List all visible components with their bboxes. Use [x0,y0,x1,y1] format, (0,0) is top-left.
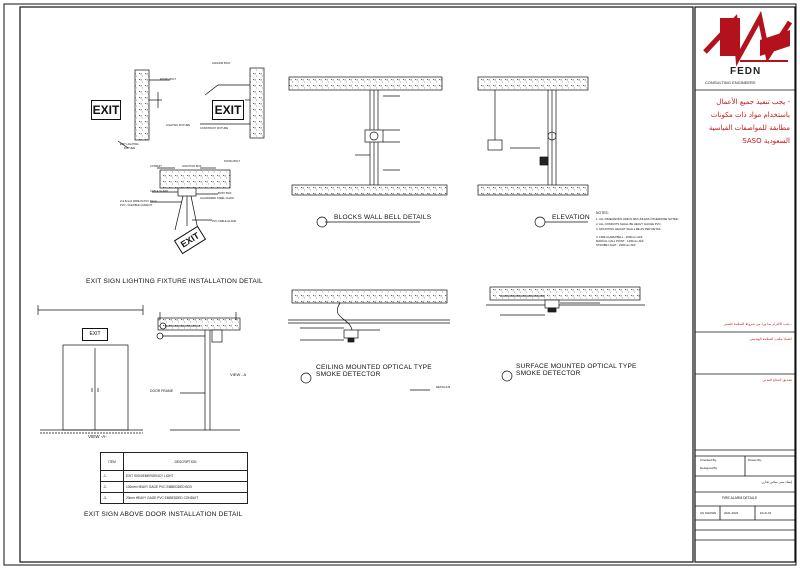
note-line: MANUAL CALL POINT - 1400mm AFF [596,239,644,243]
exit-sign-wall: EXIT [91,100,121,120]
fedn-logo-graphic [700,10,793,88]
notes-heading: NOTES: [596,211,609,215]
detail-b-label: DETAILS B [436,385,451,389]
callout-conduit: CONDUIT [150,165,162,168]
company-name: FEDN [730,66,762,77]
bell-detail-drawing [288,76,448,228]
title-ceiling-mounted-2: SMOKE DETECTOR [316,371,381,378]
legend-description: EXIT SIGN/EMERGENCY LIGHT [123,470,248,482]
callout-construct-fixture: CONSTRUCT FIXTURE [200,127,229,130]
callout-galvanized-chain: GALVANIZED STEEL CHAIN [200,197,234,200]
exit-above-door-detail [37,305,241,434]
designed-by: Designed By: [700,466,718,470]
ceiling-detector-drawing [288,289,450,391]
callout-junction-box: JUNCTION BOX [182,165,202,168]
note-line: STROBE LIGHT - 2300mm AFF [596,243,636,247]
drawing-title: FIRE ALARM DETAILS [722,496,757,500]
legend-description: 100mm HEAVY GAGE PVC EMBEDDED BOX [123,481,248,493]
title-surface-mounted-2: SMOKE DETECTOR [516,370,581,377]
callout-exit-fixture-1: EXIT LIGHTING [120,143,139,146]
company-subtitle: CONSULTING ENGINEERS [705,80,756,85]
title-exit-lighting: EXIT SIGN LIGHTING FIXTURE INSTALLATION … [86,278,263,285]
legend-item: -2- [100,481,124,493]
legend-description: 20mm HEAVY GAGE PVC EMBEDDED CONDUIT [123,492,248,504]
note-line: 2. ALL CONDUITS SHALL BE HEAVY GAUGE PVC… [596,222,662,226]
elevation-drawing [477,76,589,228]
project-name: إنشاء مبنى سكني تجاري [761,480,792,484]
legend-header-description: DESCRIPTION [123,452,248,471]
view-a-small: VIEW - A [230,372,247,377]
title-blocks-wall-bell: BLOCKS WALL BELL DETAILS [334,214,432,221]
callout-body-box: BODY BOX [218,192,232,195]
title-elevation: ELEVATION [552,214,590,221]
note-line: 4. FIRE ALARM BELL - 2500mm AFF [596,235,643,239]
date-value: 2021-2022 [724,511,739,515]
table-row: -3- 20mm HEAVY GAGE PVC EMBEDDED CONDUIT [100,492,248,504]
callout-anchor-bolt: ANCHOR BOLT [212,62,231,65]
callout-exit-fixture-2: FIXTURE [124,147,136,150]
drawn-by: Drawn By: [748,458,762,462]
callout-door-frame: DOOR FRAME [150,389,173,393]
view-a-large: VIEW -A- [88,434,107,439]
callout-lighting-fixture: LIGHTING FIXTURE [166,124,191,127]
checked-by: Checked By: [700,458,718,462]
legend-item: -1- [100,470,124,482]
note-line: 1. ALL DIMENSIONS ARE IN MM UNLESS OTHER… [596,217,679,221]
title-surface-mounted-1: SURFACE MOUNTED OPTICAL TYPE [516,363,637,370]
exit-sign-door: EXIT [82,328,108,341]
title-exit-above-door: EXIT SIGN ABOVE DOOR INSTALLATION DETAIL [84,511,243,518]
civil-defense-label: اعتماد مكتب السلامة الهندسي [749,337,792,341]
scale-value: AS SHOWN [700,511,717,515]
table-row: -1- EXIT SIGN/EMERGENCY LIGHT [100,470,248,482]
table-row: -2- 100mm HEAVY GAGE PVC EMBEDDED BOX [100,481,248,493]
owner-stamp-label: تصديق الدفاع المدني [762,378,792,382]
callout-fixing-bolt: FIXING BOLT [160,78,176,81]
sheet-number: FA-D-01 [760,511,772,515]
callout-wire-conduit-1: 2x1.5mm2 WIRE IN PVC 20mm [120,200,157,203]
title-block-lines [695,89,795,541]
title-ceiling-mounted-1: CEILING MOUNTED OPTICAL TYPE [316,364,432,371]
legend-table: ITEM DESCRIPTION -1- EXIT SIGN/EMERGENCY… [100,452,248,504]
callout-fixing-bolt-2: FIXING BOLT [224,160,240,163]
callout-cable-gland: CABLE GLAND [150,190,169,193]
saso-note: - يجب تنفيذ جميع الأعمال باستخدام مواد ذ… [708,98,790,145]
legend-header-item: ITEM [100,452,124,471]
surface-detector-drawing [486,286,645,382]
exit-lighting-detail [117,67,265,231]
callout-wire-conduit-2: PVC - FLEXIBLE CONDUIT [120,204,153,207]
exit-sign-ceiling: EXIT [212,100,244,120]
note-line: 3. MOUNTING HEIGHT SHALL BE AS PER DETAI… [596,227,662,231]
safety-note: - يجب الالتزام بما ورد من شروط السلامة ل… [723,322,792,326]
legend-item: -3- [100,492,124,504]
legend-header-row: ITEM DESCRIPTION [100,452,248,471]
callout-pvc-cable-gland: PVC CABLE GLAND [212,220,237,223]
